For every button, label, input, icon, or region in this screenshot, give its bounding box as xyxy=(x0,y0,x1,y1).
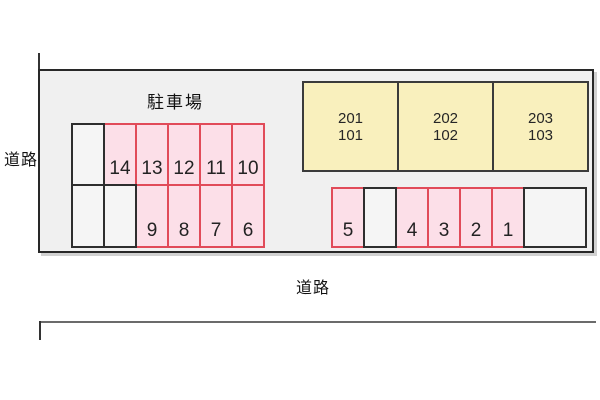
building-unit-101: 201 101 xyxy=(304,83,399,170)
parking-space-9: 9 xyxy=(135,184,169,248)
road-label-bottom: 道路 xyxy=(296,280,331,297)
parking-space-11: 11 xyxy=(199,123,233,186)
unit-lower-number: 101 xyxy=(337,126,364,144)
parking-space-12: 12 xyxy=(167,123,201,186)
parking-space-14: 14 xyxy=(103,123,137,186)
empty-space xyxy=(523,187,587,248)
building-unit-102: 202 102 xyxy=(399,83,494,170)
road-label-left: 道路 xyxy=(4,152,39,169)
parking-space-4: 4 xyxy=(395,187,429,248)
parking-lot-boundary: 駐車場 201 101 202 102 203 103 14 13 12 11 … xyxy=(38,69,594,253)
unit-upper-number: 203 xyxy=(527,109,554,127)
empty-space xyxy=(103,184,137,248)
parking-space-13: 13 xyxy=(135,123,169,186)
building: 201 101 202 102 203 103 xyxy=(302,81,589,172)
parking-space-2: 2 xyxy=(459,187,493,248)
lot-title: 駐車場 xyxy=(147,93,204,112)
building-unit-103: 203 103 xyxy=(494,83,587,170)
parking-row-left-top: 14 13 12 11 10 xyxy=(71,123,265,186)
parking-space-1: 1 xyxy=(491,187,525,248)
parking-space-6: 6 xyxy=(231,184,265,248)
parking-row-left-bottom: 9 8 7 6 xyxy=(71,184,265,248)
road-edge-tick-top xyxy=(38,53,40,70)
parking-space-10: 10 xyxy=(231,123,265,186)
unit-lower-number: 103 xyxy=(527,126,554,144)
road-edge-tick-bottom xyxy=(39,321,41,340)
unit-upper-number: 201 xyxy=(337,109,364,127)
parking-row-right: 5 4 3 2 1 xyxy=(331,187,587,248)
unit-lower-number: 102 xyxy=(432,126,459,144)
road-line-bottom xyxy=(39,321,596,323)
parking-space-7: 7 xyxy=(199,184,233,248)
parking-space-8: 8 xyxy=(167,184,201,248)
unit-upper-number: 202 xyxy=(432,109,459,127)
parking-space-5: 5 xyxy=(331,187,365,248)
parking-space-3: 3 xyxy=(427,187,461,248)
empty-space xyxy=(71,184,105,248)
empty-space xyxy=(363,187,397,248)
empty-space xyxy=(71,123,105,186)
